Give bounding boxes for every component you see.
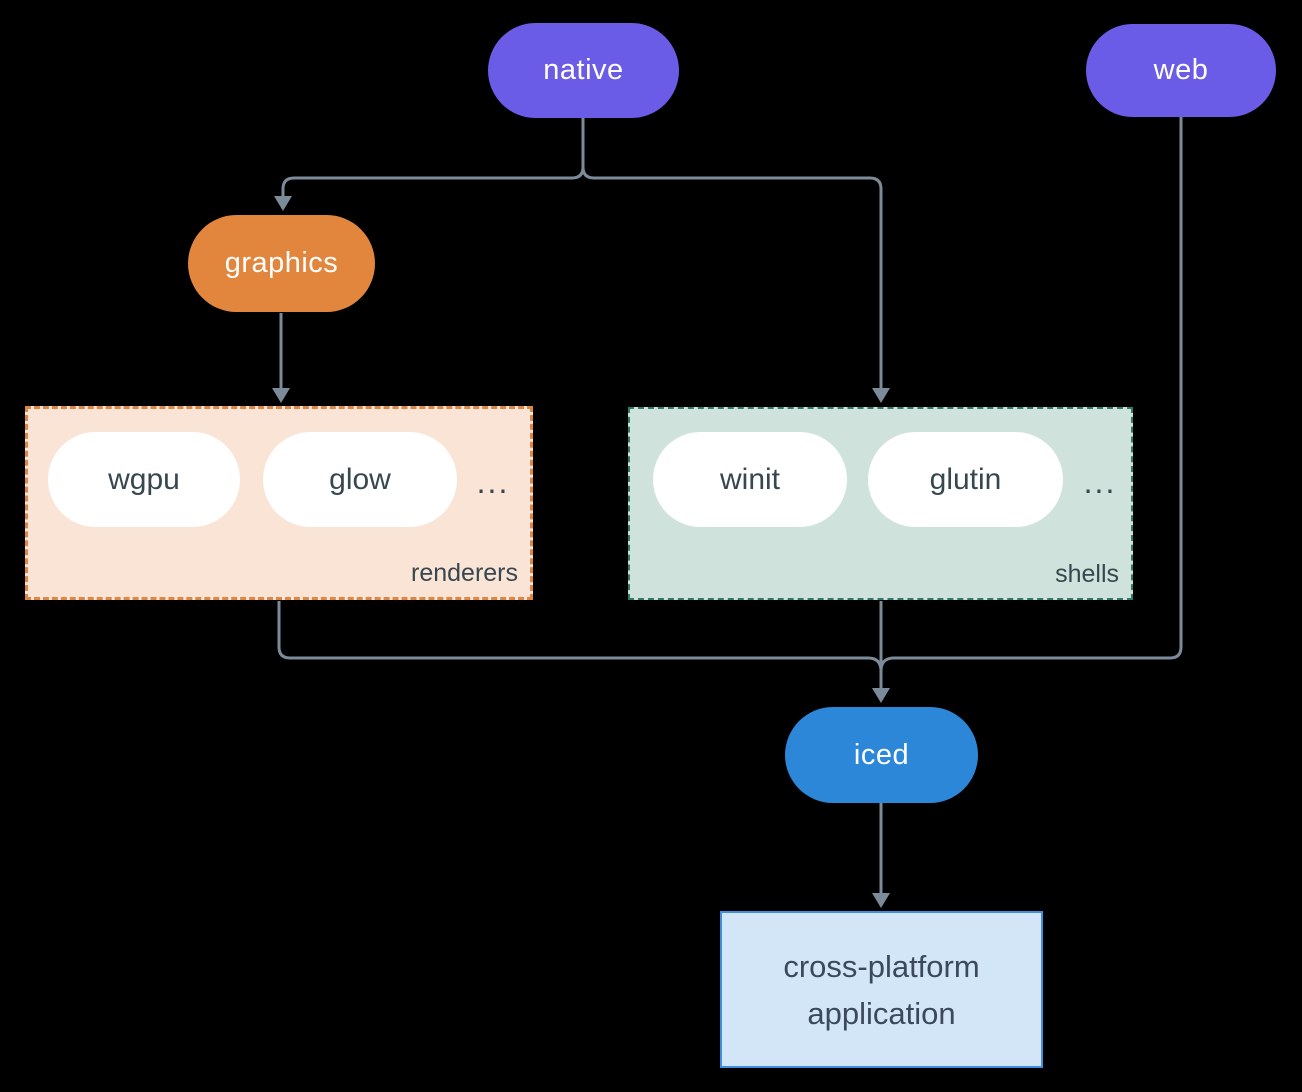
node-native-label: native: [543, 54, 624, 86]
app-label-line2: application: [807, 995, 956, 1031]
renderers-ellipsis: ...: [476, 463, 510, 500]
node-web-label: web: [1153, 54, 1209, 86]
node-cross-platform-application: cross-platform application: [720, 911, 1043, 1068]
connector-renderers-to-junction: [277, 601, 883, 672]
node-graphics: graphics: [188, 215, 375, 312]
node-iced-label: iced: [853, 738, 910, 771]
node-glow: glow: [263, 432, 457, 527]
shells-ellipsis: ...: [1083, 463, 1117, 500]
group-renderers-label: renderers: [411, 559, 518, 587]
connector-native-to-graphics: [281, 118, 585, 197]
node-wgpu-label: wgpu: [108, 462, 180, 496]
app-label-line1: cross-platform: [783, 948, 980, 984]
node-glutin: glutin: [868, 432, 1063, 527]
connector-native-to-shells: [581, 118, 883, 388]
group-shells-label: shells: [1055, 560, 1119, 588]
node-glutin-label: glutin: [929, 462, 1002, 496]
arrowhead-graphics: [274, 196, 292, 211]
arrowhead-iced: [872, 688, 890, 703]
node-native: native: [488, 23, 679, 118]
node-winit-label: winit: [719, 462, 780, 496]
arrowhead-shells: [872, 388, 890, 403]
node-winit: winit: [653, 432, 847, 527]
node-glow-label: glow: [329, 462, 391, 496]
arrowhead-renderers: [272, 388, 290, 403]
node-graphics-label: graphics: [224, 247, 339, 279]
node-web: web: [1086, 24, 1276, 117]
node-wgpu: wgpu: [48, 432, 240, 527]
node-iced: iced: [785, 707, 978, 803]
arrowhead-app: [872, 893, 890, 908]
